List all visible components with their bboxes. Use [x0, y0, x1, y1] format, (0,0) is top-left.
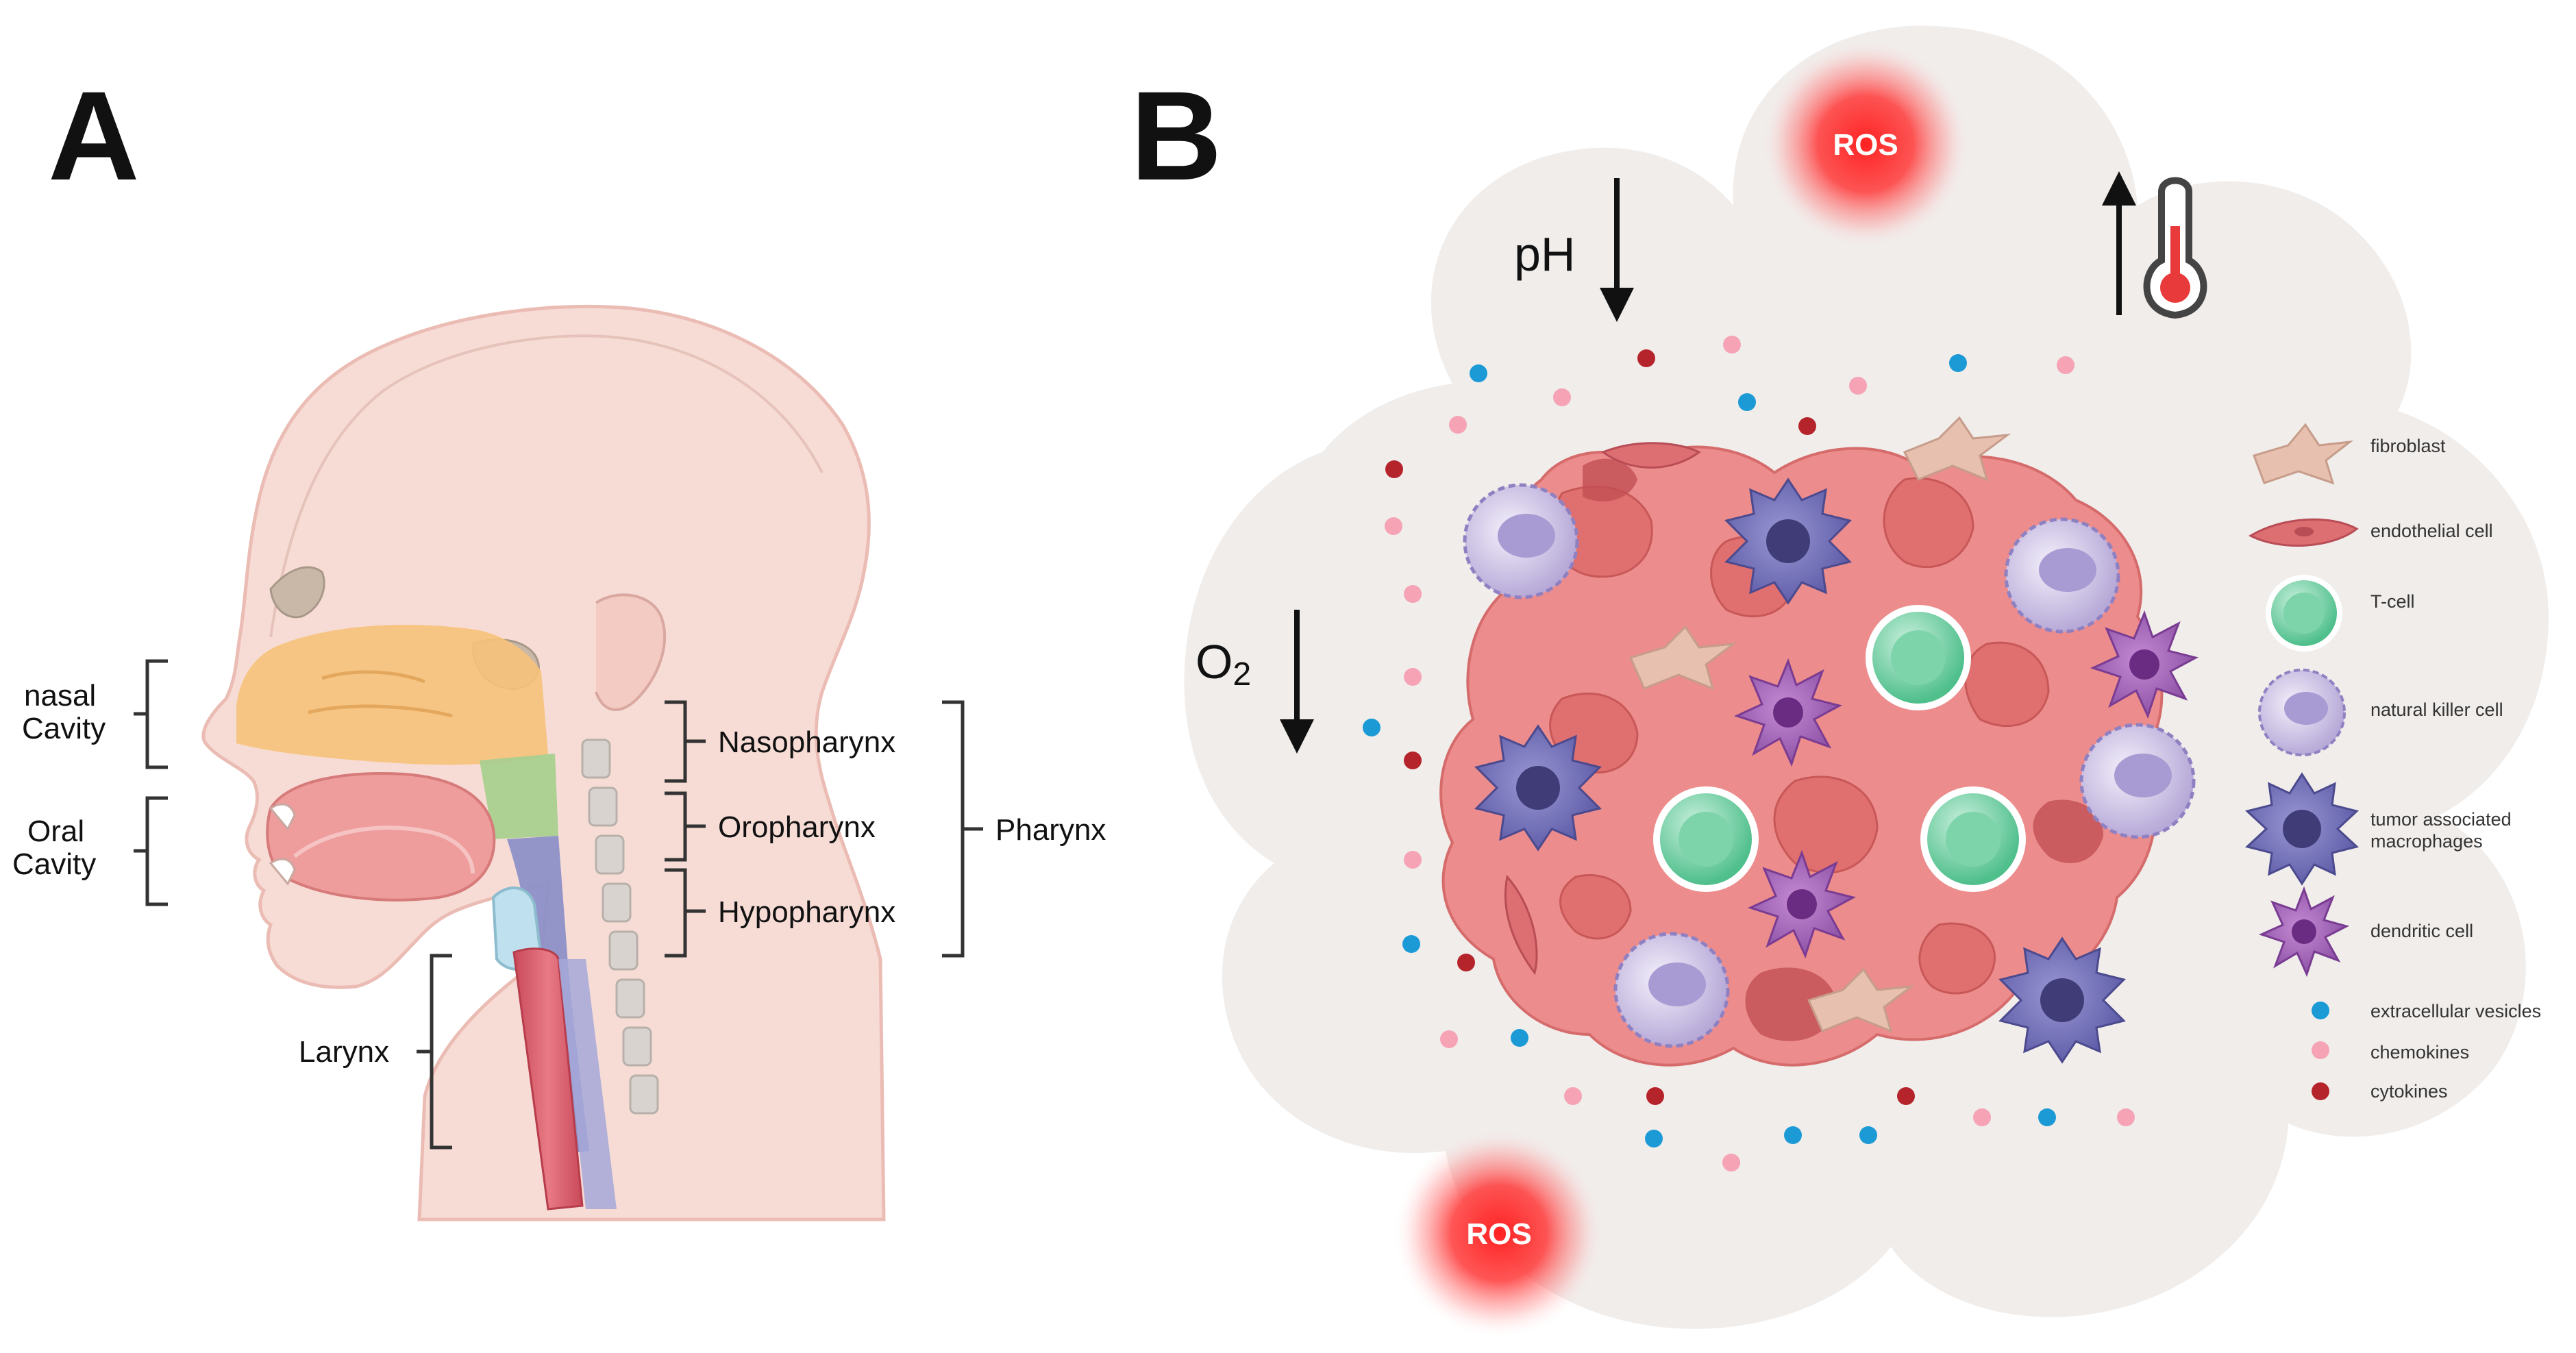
nk-cell-icon — [1463, 483, 1579, 599]
vesicle-dot-icon — [2312, 1002, 2329, 1019]
thermometer-icon — [2143, 177, 2207, 319]
oral-cavity-label-2: Cavity — [12, 847, 96, 881]
legend-item-macrophage — [2244, 772, 2360, 886]
hypopharynx-bracket — [665, 868, 706, 958]
legend-label: endothelial cell — [2370, 521, 2493, 541]
tumor-dark-cells — [1583, 458, 2103, 1041]
legend-label: natural killer cell — [2370, 699, 2503, 720]
pharynx-labels: Nasopharynx Oropharynx Hypopharynx Phary… — [718, 725, 1106, 929]
fibroblast-icon — [1628, 416, 2011, 1033]
ros-top-label: ROS — [1833, 128, 1898, 162]
ros-bottom: ROS — [1393, 1127, 1605, 1339]
teeth-lower — [269, 858, 296, 886]
larynx-bracket — [417, 954, 452, 1150]
legend-label: cytokines — [2370, 1081, 2448, 1102]
teeth-upper — [269, 803, 296, 831]
head-illustration — [201, 305, 886, 1221]
sinus-bone — [269, 566, 325, 619]
legend-item-nk-cell — [2258, 669, 2346, 756]
nasal-turbinates — [308, 670, 453, 718]
legend-item-dendritic-cell — [2258, 886, 2350, 978]
o2-label: O2 — [1196, 635, 1251, 693]
tongue-detail — [293, 826, 475, 874]
legend-item-endothelial-cell: endothelial cell — [2248, 518, 2493, 547]
up-arrow-icon — [2102, 171, 2136, 206]
panel-a-letter: A — [48, 66, 140, 207]
dendritic-cell-icon — [1733, 658, 1843, 767]
nk-cell-icon — [1613, 932, 1730, 1048]
trachea — [512, 947, 584, 1211]
legend-label: chemokines — [2370, 1042, 2469, 1063]
nk-cells — [1463, 483, 2196, 1048]
ph-down-arrow — [1600, 178, 1634, 322]
pharynx-label: Pharynx — [995, 813, 1106, 847]
ph-label: pH — [1514, 227, 1575, 281]
oral-cavity-label-1: Oral — [27, 815, 84, 848]
panel-b: B ROS ROS pH O2 — [1130, 25, 2549, 1339]
pharynx-bracket — [942, 700, 983, 958]
legend-label: extracellular vesicles — [2370, 1001, 2541, 1021]
dendritic-cells — [1733, 610, 2199, 959]
t-cell-icon — [1920, 786, 2026, 892]
nasal-cavity-label-2: Cavity — [22, 712, 106, 745]
legend-item-t-cell — [2266, 575, 2342, 651]
larynx-label: Larynx — [299, 1035, 389, 1069]
t-cell-icon — [1866, 605, 1971, 710]
o2-down-arrow — [1280, 610, 1314, 754]
nasopharynx-label: Nasopharynx — [718, 725, 895, 759]
down-arrow-icon — [1280, 719, 1314, 754]
oral-cavity — [266, 772, 496, 902]
chemokine-dots — [1385, 336, 2135, 1171]
cytokine-dots — [1385, 349, 1915, 1105]
legend-label: fibroblast — [2370, 436, 2446, 456]
ros-top: ROS — [1759, 38, 1972, 250]
nasal-cavity-label-1: nasal — [24, 679, 96, 712]
legend-label: macrophages — [2370, 831, 2483, 852]
macrophage-cells — [1474, 477, 2126, 1064]
left-labels: nasal Cavity Oral Cavity Larynx — [12, 679, 389, 1069]
legend-label: tumor associated — [2370, 809, 2512, 830]
spine — [581, 738, 659, 1115]
endothelial-cell-icon — [1504, 442, 1701, 976]
nasal-cavity-bracket — [134, 659, 168, 769]
molecule-dots — [1363, 336, 2135, 1171]
oropharynx-bracket — [665, 791, 706, 862]
ros-bottom-label: ROS — [1466, 1217, 1531, 1251]
ear — [595, 593, 667, 711]
legend-item-fibroblast: fibroblast — [2253, 423, 2446, 485]
nk-cell-icon — [2079, 723, 2196, 839]
dendritic-cell-icon — [1747, 849, 1857, 959]
t-cells — [1653, 605, 2026, 892]
legend-label: dendritic cell — [2370, 921, 2473, 941]
panel-a: A — [12, 66, 1106, 1221]
esophagus — [558, 959, 617, 1209]
panel-b-letter: B — [1130, 66, 1222, 207]
dendritic-cell-icon — [2090, 610, 2199, 719]
nasal-cavity-region — [236, 625, 548, 765]
nk-cell-icon — [2004, 517, 2120, 634]
macrophage-icon — [1998, 936, 2126, 1064]
oral-cavity-bracket — [134, 796, 168, 906]
nasopharynx-bracket — [665, 700, 706, 783]
down-arrow-icon — [1600, 288, 1634, 322]
right-brackets — [665, 700, 983, 958]
skull-line — [269, 334, 823, 638]
t-cell-icon — [1653, 786, 1759, 892]
legend-label: T-cell — [2370, 591, 2415, 612]
fibroblast-icon — [2253, 423, 2354, 485]
tumor-mass — [1439, 416, 2199, 1067]
cytokine-dot-icon — [2312, 1082, 2329, 1100]
macrophage-icon — [1724, 477, 1852, 605]
temperature-up-arrow — [2102, 171, 2136, 315]
macrophage-icon — [1474, 724, 1602, 852]
legend: fibroblast endothelial cell T-cell natur… — [2244, 423, 2541, 1102]
left-brackets — [134, 659, 452, 1150]
chemokine-dot-icon — [2312, 1041, 2329, 1059]
hypopharynx-label: Hypopharynx — [718, 895, 895, 929]
oropharynx-region — [480, 754, 558, 839]
oropharynx-label: Oropharynx — [718, 810, 876, 844]
vesicle-dots — [1363, 354, 2056, 1147]
